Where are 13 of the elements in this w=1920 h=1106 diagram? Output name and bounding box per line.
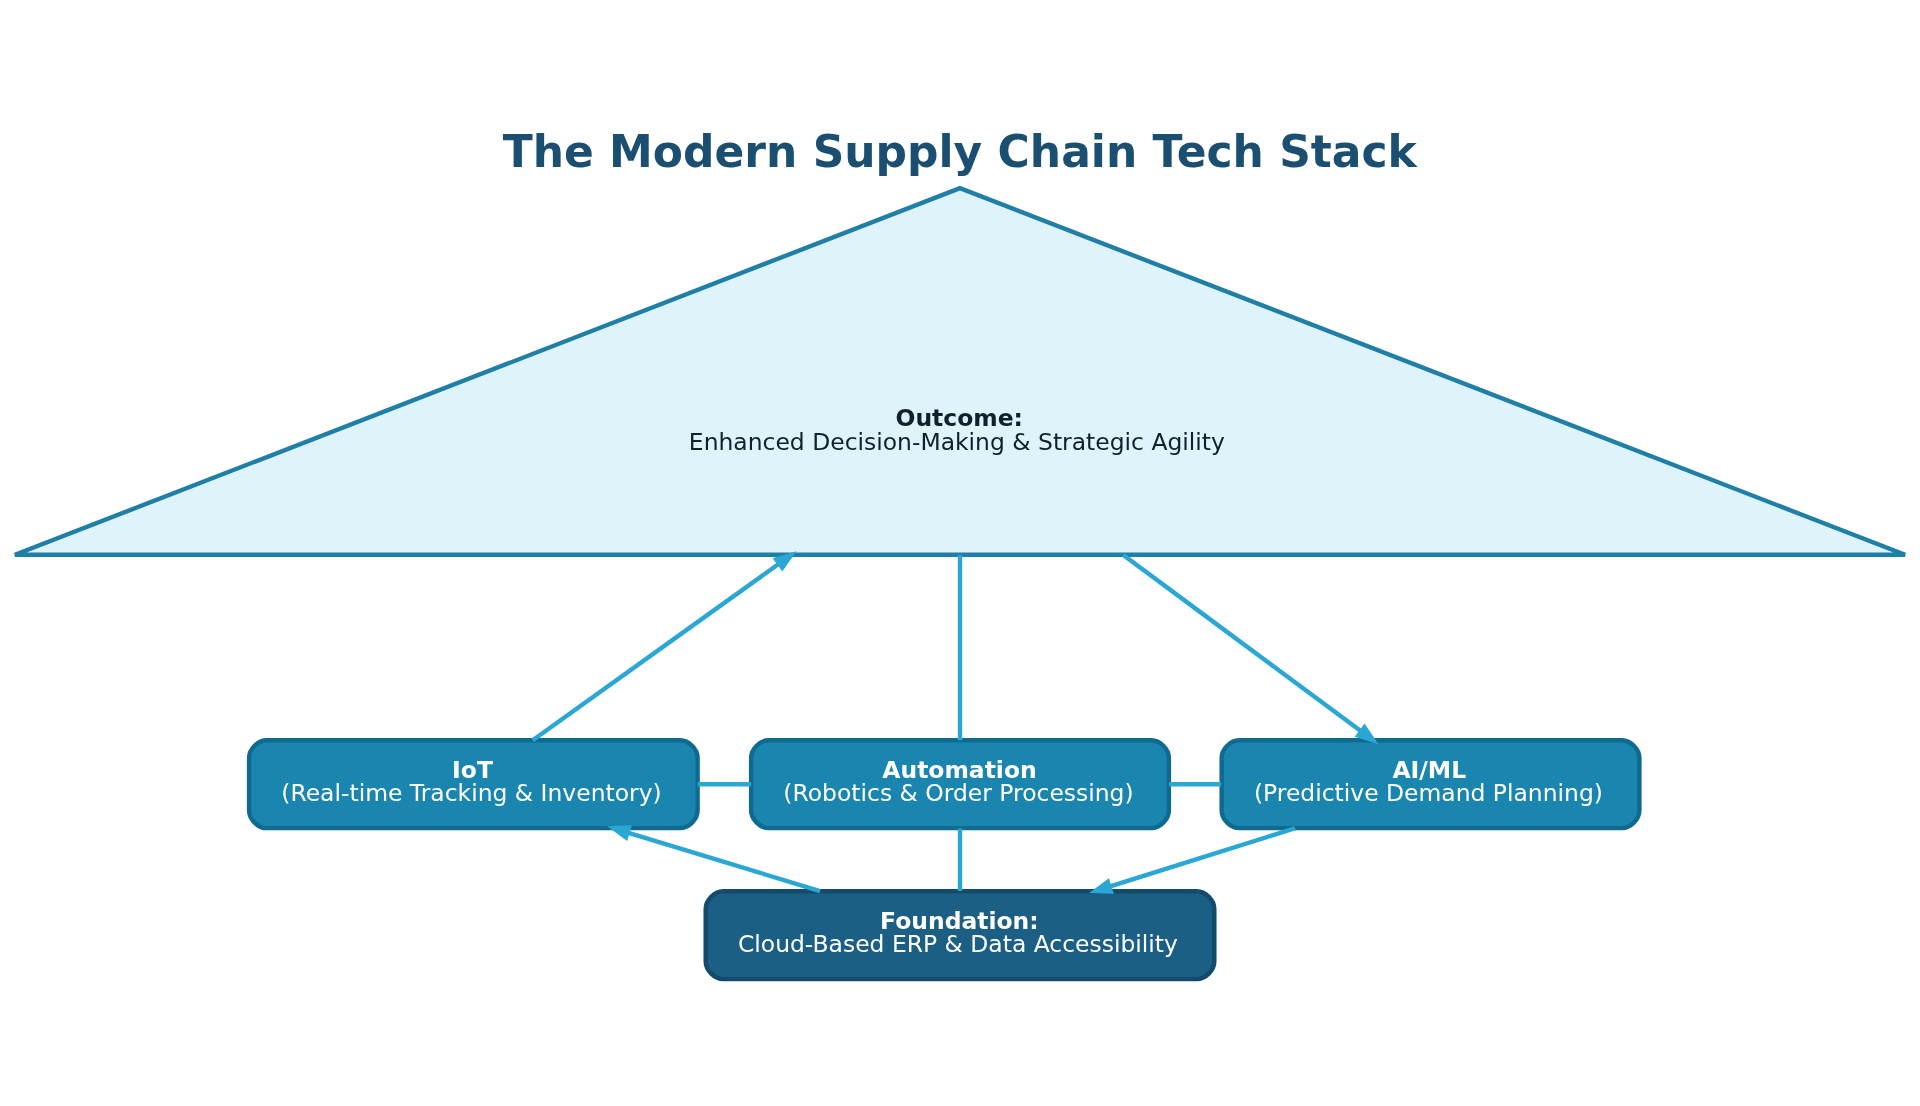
connector	[1169, 781, 1222, 786]
arrow	[1121, 552, 1379, 744]
arrow	[607, 824, 821, 893]
diagram-title: The Modern Supply Chain Tech Stack	[502, 125, 1417, 177]
node-box: Foundation: Cloud-Based ERP & Data Accessibility	[703, 888, 1217, 981]
connector	[957, 554, 963, 740]
arrow	[531, 550, 797, 742]
connector	[697, 781, 751, 786]
connector	[957, 827, 963, 891]
node-box: IoT (Real-time Tracking & Inventory)	[246, 737, 700, 830]
arrow	[1088, 825, 1296, 894]
node-box: AI/ML (Predictive Demand Planning)	[1219, 737, 1642, 830]
node-box: Automation (Robotics & Order Processing)	[748, 737, 1172, 830]
